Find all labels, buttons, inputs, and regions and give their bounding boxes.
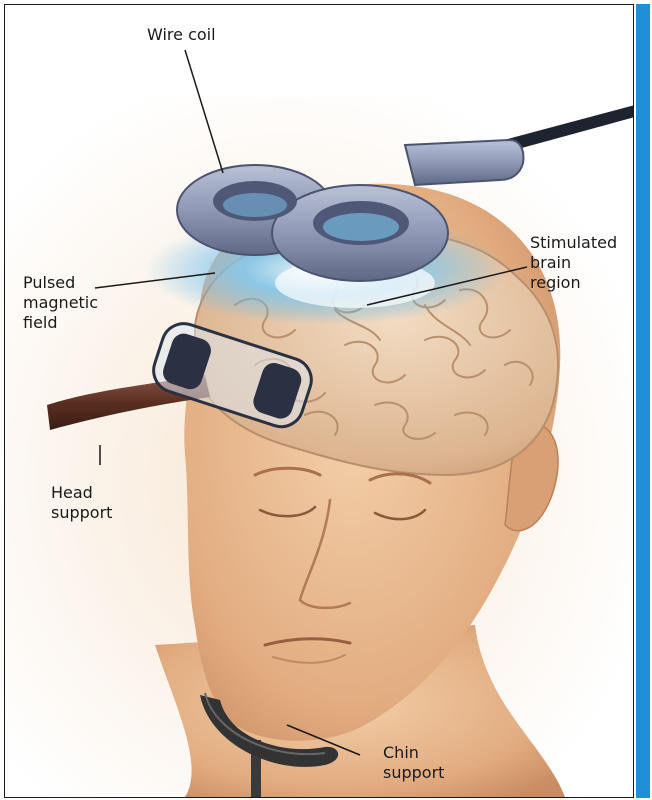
label-pulsed-magnetic-field: Pulsed magnetic field — [23, 273, 98, 333]
diagram-frame: Wire coil Stimulated brain region Pulsed… — [4, 4, 634, 798]
side-accent-bar — [636, 4, 650, 798]
tms-illustration — [5, 5, 633, 797]
label-chin-support: Chin support — [383, 743, 444, 783]
label-wire-coil: Wire coil — [147, 25, 216, 45]
label-head-support: Head support — [51, 483, 112, 523]
label-stimulated-brain-region: Stimulated brain region — [530, 233, 617, 293]
